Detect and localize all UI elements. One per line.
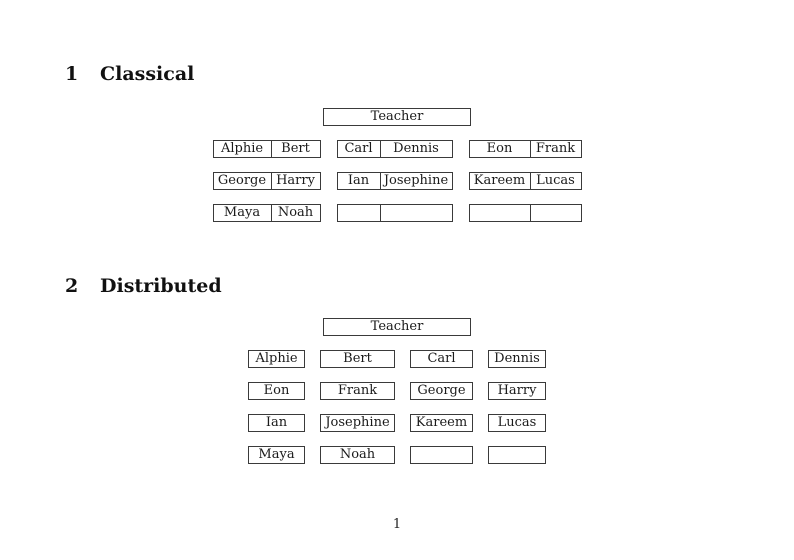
seat: Kareem: [410, 414, 473, 432]
seat: Josephine: [379, 173, 452, 189]
distributed-seating-diagram: Teacher Alphie Bert Carl Dennis Eon Fran…: [0, 297, 794, 464]
seat-empty: [470, 205, 530, 221]
seat: Noah: [270, 205, 320, 221]
seat-empty: [529, 205, 581, 221]
seat: Carl: [344, 141, 373, 156]
seat: Carl: [410, 350, 473, 368]
seat: Ian: [248, 414, 305, 432]
seat: Bert: [320, 350, 395, 368]
page-number: 1: [392, 517, 402, 532]
desk-empty: [336, 204, 453, 222]
seat-row: Alphie Bert Carl Dennis: [248, 350, 546, 368]
desk-row: Alphie Bert Carl Dennis Eon Frank: [212, 140, 582, 158]
teacher-box: Teacher: [323, 318, 471, 336]
seat: Maya: [223, 205, 261, 220]
section-title: Classical: [100, 63, 195, 85]
desk: Carl Dennis: [336, 140, 453, 158]
seat: Dennis: [488, 350, 546, 368]
section-number: 2: [65, 275, 79, 297]
section-title: Distributed: [100, 275, 222, 297]
desk: Kareem Lucas: [468, 172, 582, 190]
seat: Bert: [270, 141, 320, 157]
seat-row: Maya Noah: [248, 446, 546, 464]
seat: Ian: [347, 173, 370, 188]
seat: Frank: [529, 141, 581, 157]
seat-empty: [338, 205, 380, 221]
seat-row: Ian Josephine Kareem Lucas: [248, 414, 546, 432]
desk: Eon Frank: [468, 140, 582, 158]
desk-row: George Harry Ian Josephine Kareem Lucas: [212, 172, 582, 190]
desk: Alphie Bert: [212, 140, 321, 158]
seat: Maya: [248, 446, 305, 464]
desk-row: Maya Noah: [212, 204, 582, 222]
seat: Harry: [488, 382, 546, 400]
seat: Frank: [320, 382, 395, 400]
section-heading-distributed: 2 Distributed: [0, 276, 794, 297]
seat: George: [217, 173, 267, 188]
seat-empty: [379, 205, 452, 221]
teacher-box: Teacher: [323, 108, 471, 126]
seat-row: Eon Frank George Harry: [248, 382, 546, 400]
classical-seating-diagram: Teacher Alphie Bert Carl Dennis Eon Fran…: [0, 85, 794, 222]
seat: Josephine: [320, 414, 395, 432]
seat: Harry: [270, 173, 320, 189]
seat-empty: [488, 446, 546, 464]
seat: Alphie: [248, 350, 305, 368]
seat: Noah: [320, 446, 395, 464]
seat: Dennis: [379, 141, 452, 157]
seat-empty: [410, 446, 473, 464]
section-number: 1: [65, 63, 79, 85]
seat: Eon: [248, 382, 305, 400]
desk: Maya Noah: [212, 204, 321, 222]
seat: Kareem: [473, 173, 526, 188]
seat: Eon: [486, 141, 513, 156]
section-heading-classical: 1 Classical: [0, 64, 794, 85]
seat: George: [410, 382, 473, 400]
seat: Lucas: [488, 414, 546, 432]
seat: Lucas: [529, 173, 581, 189]
desk-empty: [468, 204, 582, 222]
desk: Ian Josephine: [336, 172, 453, 190]
seat: Alphie: [220, 141, 264, 156]
desk: George Harry: [212, 172, 321, 190]
